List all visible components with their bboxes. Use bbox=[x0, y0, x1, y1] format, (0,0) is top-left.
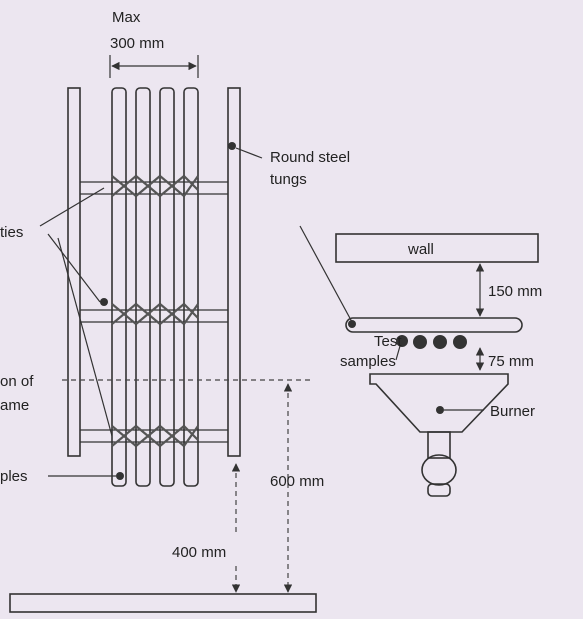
dim-150: 150 mm bbox=[475, 263, 542, 317]
position-of-label: on of bbox=[0, 373, 34, 390]
sample-strip bbox=[135, 87, 151, 487]
round-steel-callout: Round steel tungs bbox=[228, 142, 350, 188]
steel-rung-side bbox=[345, 317, 523, 333]
max-label: Max bbox=[112, 9, 141, 26]
samples-callout: ples bbox=[0, 468, 124, 485]
samples-label: ples bbox=[0, 468, 28, 485]
test-label: Test bbox=[374, 333, 402, 350]
sample-strip bbox=[183, 87, 199, 487]
sample-frame bbox=[67, 87, 241, 457]
round-steel-label: Round steel bbox=[270, 149, 350, 166]
max-width-value: 300 mm bbox=[110, 35, 164, 52]
wire-ties bbox=[111, 175, 199, 447]
burner: Burner bbox=[369, 373, 535, 497]
wall-block bbox=[335, 233, 539, 263]
sample-strips bbox=[111, 87, 199, 487]
burner-label: Burner bbox=[490, 403, 535, 420]
dim-150-label: 150 mm bbox=[488, 283, 542, 300]
ties-callout: ties bbox=[0, 187, 113, 437]
dim-75-label: 75 mm bbox=[488, 353, 534, 370]
test-samples-side: Test samples bbox=[340, 333, 467, 370]
tie-row-top bbox=[111, 175, 199, 197]
wall-label: wall bbox=[407, 241, 434, 258]
dim-75: 75 mm bbox=[475, 347, 534, 371]
dim-600-label: 600 mm bbox=[270, 473, 324, 490]
dim-400: 400 mm bbox=[172, 463, 241, 593]
frame-right-rail bbox=[227, 87, 241, 457]
flame-position-marker: on of ame bbox=[0, 373, 310, 414]
samples-side-label: samples bbox=[340, 353, 396, 370]
burner-hood bbox=[369, 373, 509, 433]
tungs-label: tungs bbox=[270, 171, 307, 188]
dim-400-label: 400 mm bbox=[172, 544, 226, 561]
dim-600: 600 mm bbox=[270, 383, 324, 593]
sample-strip bbox=[111, 87, 127, 487]
max-width-dimension: Max 300 mm bbox=[109, 9, 199, 78]
tie-row-middle bbox=[111, 303, 199, 325]
frame-left-rail bbox=[67, 87, 81, 457]
floor-base bbox=[9, 593, 317, 613]
sample-strip bbox=[159, 87, 175, 487]
tie-row-bottom bbox=[111, 425, 199, 447]
flame-label: ame bbox=[0, 397, 29, 414]
ties-label: ties bbox=[0, 224, 23, 241]
